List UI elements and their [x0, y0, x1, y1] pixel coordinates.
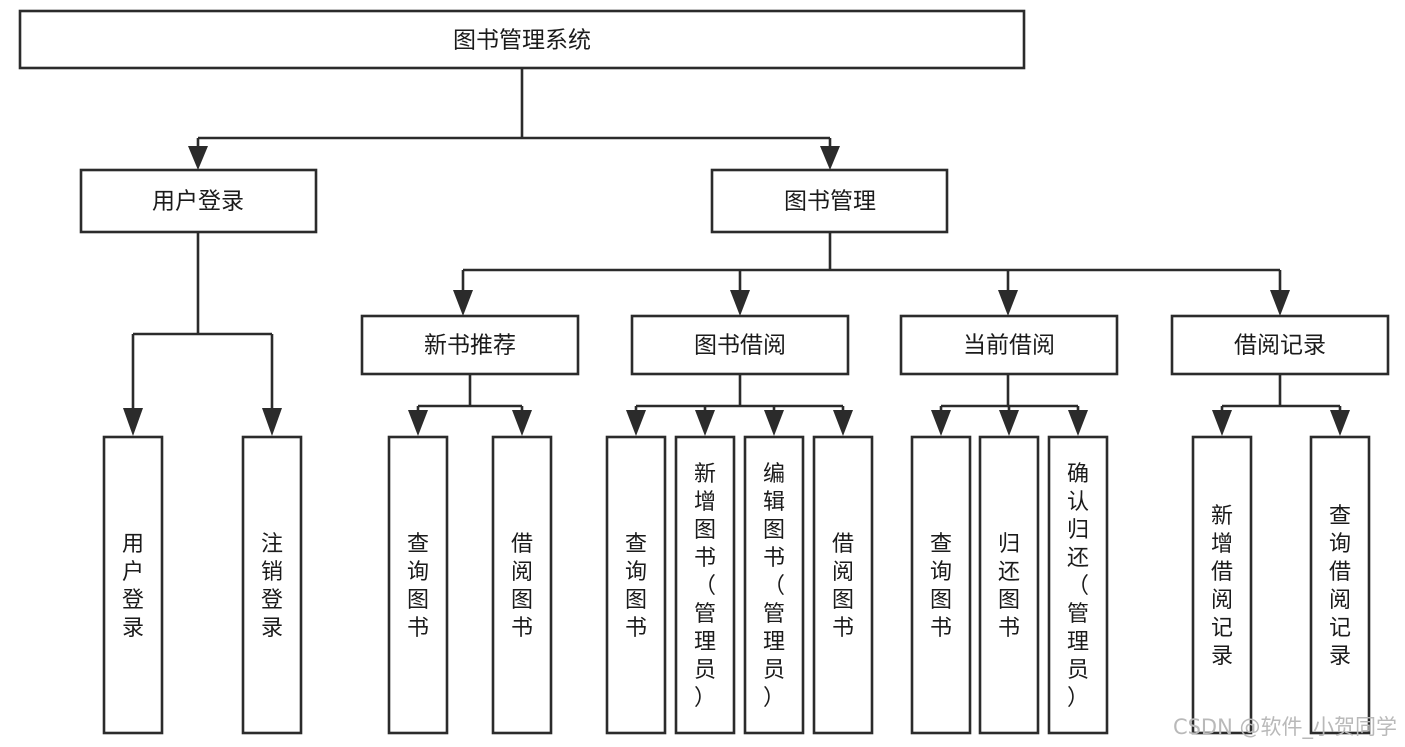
node-user-login[interactable]: 用户登录	[79, 168, 318, 234]
leaf-user-logout-box[interactable]	[241, 435, 303, 735]
node-new-book-recommend-box[interactable]	[360, 314, 580, 376]
node-book-management-label: 图书管理	[784, 189, 876, 215]
node-root[interactable]: 图书管理系统	[18, 9, 1026, 70]
leaf-node-user-login[interactable]: 用户登录	[102, 435, 164, 735]
arrow-head-leaf-confirm-return	[1068, 410, 1088, 436]
node-book-borrow[interactable]: 图书借阅	[630, 314, 850, 376]
node-borrow-record[interactable]: 借阅记录	[1170, 314, 1390, 376]
leaf-return-book-label: 归还图书	[998, 532, 1020, 641]
arrow-head-current-borrow	[998, 290, 1018, 316]
arrow-head-leaf-edit-book	[764, 410, 784, 436]
leaf-borrow-book-1-label: 借阅图书	[511, 532, 533, 641]
leaf-node-query-record[interactable]: 查询借阅记录	[1309, 435, 1371, 735]
leaf-borrow-book-1-box[interactable]	[491, 435, 553, 735]
arrow-head-user-login	[188, 146, 208, 170]
watermark-label: CSDN @软件_小贺同学	[1173, 715, 1397, 740]
arrow-head-book-borrow	[730, 290, 750, 316]
leaf-node-return-book[interactable]: 归还图书	[978, 435, 1040, 735]
leaf-query-book-2-box[interactable]	[605, 435, 667, 735]
node-current-borrow-box[interactable]	[899, 314, 1119, 376]
arrow-head-leaf-add-record	[1212, 410, 1232, 436]
node-book-management-box[interactable]	[710, 168, 949, 234]
leaf-query-book-3-label: 查询图书	[930, 532, 952, 641]
leaf-query-record-label: 查询借阅记录	[1329, 504, 1351, 669]
leaf-add-record-box[interactable]	[1191, 435, 1253, 735]
arrow-head-leaf-query-book-3	[931, 410, 951, 436]
node-book-management[interactable]: 图书管理	[710, 168, 949, 234]
node-new-book-recommend[interactable]: 新书推荐	[360, 314, 580, 376]
arrow-head-leaf-query-record	[1330, 410, 1350, 436]
leaf-node-query-book-3[interactable]: 查询图书	[910, 435, 972, 735]
leaf-query-book-1-label: 查询图书	[407, 532, 429, 641]
leaf-edit-book-label: 编辑图书（管理员）	[763, 462, 785, 711]
node-user-login-box[interactable]	[79, 168, 318, 234]
leaf-borrow-book-2-label: 借阅图书	[832, 532, 854, 641]
node-book-borrow-label: 图书借阅	[694, 333, 786, 359]
leaf-node-confirm-return[interactable]: 确认归还（管理员）	[1047, 435, 1109, 735]
leaf-add-record-label: 新增借阅记录	[1211, 504, 1233, 669]
arrow-head-leaf-query-book-1	[408, 410, 428, 436]
node-new-book-recommend-label: 新书推荐	[424, 333, 516, 359]
node-book-borrow-box[interactable]	[630, 314, 850, 376]
leaf-add-book-box[interactable]	[674, 435, 736, 735]
arrow-head-leaf-query-book-2	[626, 410, 646, 436]
leaf-query-book-3-box[interactable]	[910, 435, 972, 735]
leaf-borrow-book-2-box[interactable]	[812, 435, 874, 735]
leaf-user-login-box[interactable]	[102, 435, 164, 735]
leaf-node-query-book-1[interactable]: 查询图书	[387, 435, 449, 735]
leaf-user-login-label: 用户登录	[122, 532, 144, 641]
leaf-edit-book-box[interactable]	[743, 435, 805, 735]
leaf-node-user-logout[interactable]: 注销登录	[241, 435, 303, 735]
arrow-head-new-book-recommend	[453, 290, 473, 316]
arrow-head-book-management	[820, 146, 840, 170]
leaf-node-borrow-book-1[interactable]: 借阅图书	[491, 435, 553, 735]
leaf-node-add-record[interactable]: 新增借阅记录	[1191, 435, 1253, 735]
leaf-query-book-1-box[interactable]	[387, 435, 449, 735]
arrow-head-leaf-borrow-book-2	[833, 410, 853, 436]
leaf-user-logout-label: 注销登录	[261, 532, 283, 641]
node-current-borrow[interactable]: 当前借阅	[899, 314, 1119, 376]
leaf-query-book-2-label: 查询图书	[625, 532, 647, 641]
leaf-query-record-box[interactable]	[1309, 435, 1371, 735]
node-current-borrow-label: 当前借阅	[963, 333, 1055, 359]
leaf-node-edit-book[interactable]: 编辑图书（管理员）	[743, 435, 805, 735]
leaf-add-book-label: 新增图书（管理员）	[694, 462, 716, 711]
node-root-box[interactable]	[18, 9, 1026, 70]
arrow-head-leaf-user-logout	[262, 408, 282, 436]
connector-layer	[123, 68, 1350, 436]
arrow-head-leaf-user-login	[123, 408, 143, 436]
arrow-head-borrow-record	[1270, 290, 1290, 316]
leaf-node-add-book[interactable]: 新增图书（管理员）	[674, 435, 736, 735]
leaf-return-book-box[interactable]	[978, 435, 1040, 735]
node-user-login-label: 用户登录	[152, 189, 244, 215]
node-borrow-record-box[interactable]	[1170, 314, 1390, 376]
leaf-confirm-return-label: 确认归还（管理员）	[1067, 462, 1089, 711]
arrow-head-leaf-return-book	[999, 410, 1019, 436]
leaf-node-query-book-2[interactable]: 查询图书	[605, 435, 667, 735]
node-root-label: 图书管理系统	[453, 28, 591, 54]
leaf-confirm-return-box[interactable]	[1047, 435, 1109, 735]
arrow-head-leaf-add-book	[695, 410, 715, 436]
arrow-head-leaf-borrow-book-1	[512, 410, 532, 436]
leaf-node-borrow-book-2[interactable]: 借阅图书	[812, 435, 874, 735]
node-borrow-record-label: 借阅记录	[1234, 333, 1326, 359]
